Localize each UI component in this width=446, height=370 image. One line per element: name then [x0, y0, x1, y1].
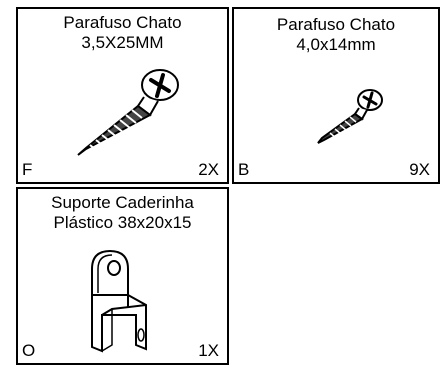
part-title: Parafuso Chato 4,0x14mm [234, 15, 438, 55]
part-title-line1: Parafuso Chato [276, 15, 396, 34]
screw-large-icon [77, 69, 179, 156]
part-code: F [22, 160, 33, 179]
part-title: Suporte Caderinha Plástico 38x20x15 [18, 193, 227, 233]
part-code: B [238, 160, 250, 179]
part-title-line1: Suporte Caderinha [51, 193, 194, 212]
part-quantity: 2X [198, 160, 219, 179]
screw-small-icon [317, 89, 383, 144]
part-card-f: Parafuso Chato 3,5X25MM F 2X [16, 7, 229, 184]
part-code: O [22, 341, 36, 360]
part-title-line2: Plástico 38x20x15 [53, 213, 192, 232]
part-title-line1: Parafuso Chato [63, 13, 182, 32]
plastic-bracket-icon [91, 249, 147, 353]
part-title-line2: 4,0x14mm [296, 35, 376, 54]
part-card-b: Parafuso Chato 4,0x14mm B 9X [232, 7, 440, 184]
part-title-line2: 3,5X25MM [81, 33, 164, 52]
part-quantity: 1X [198, 341, 219, 360]
part-title: Parafuso Chato 3,5X25MM [18, 13, 227, 53]
part-quantity: 9X [409, 160, 430, 179]
part-card-o: Suporte Caderinha Plástico 38x20x15 O 1X [16, 187, 229, 365]
